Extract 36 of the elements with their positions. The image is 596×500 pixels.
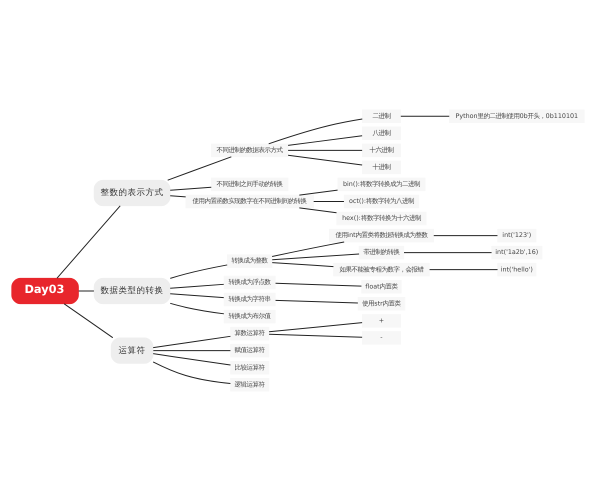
connector [56, 204, 121, 278]
connector [152, 350, 231, 351]
node-box: 数据类型的转换 [94, 277, 170, 304]
connector [64, 302, 114, 338]
connector [170, 292, 224, 298]
connector [298, 206, 338, 213]
connector [272, 262, 334, 267]
connector [170, 186, 212, 190]
connector [170, 264, 228, 278]
connector [288, 154, 363, 165]
connector [275, 282, 362, 286]
node-box: 整数的表示方式 [94, 179, 170, 206]
connector [272, 253, 360, 260]
connector [400, 115, 450, 116]
connector [268, 118, 363, 144]
connector [429, 268, 498, 270]
node-box: Day03 [11, 277, 79, 304]
connector [288, 134, 363, 146]
connector [275, 299, 358, 304]
connector [288, 149, 363, 150]
connector [78, 290, 94, 291]
connector [152, 360, 231, 384]
connector [272, 241, 345, 256]
connector [268, 322, 363, 332]
connector [152, 352, 231, 366]
connector [170, 283, 224, 288]
connector [433, 234, 498, 236]
connector [268, 333, 363, 338]
connector [404, 252, 492, 253]
connector [152, 335, 231, 348]
connector [167, 156, 232, 180]
node-box: 运算符 [110, 337, 154, 364]
connector [170, 194, 186, 197]
connector [170, 302, 224, 314]
connector [313, 200, 344, 202]
connector [298, 189, 338, 196]
